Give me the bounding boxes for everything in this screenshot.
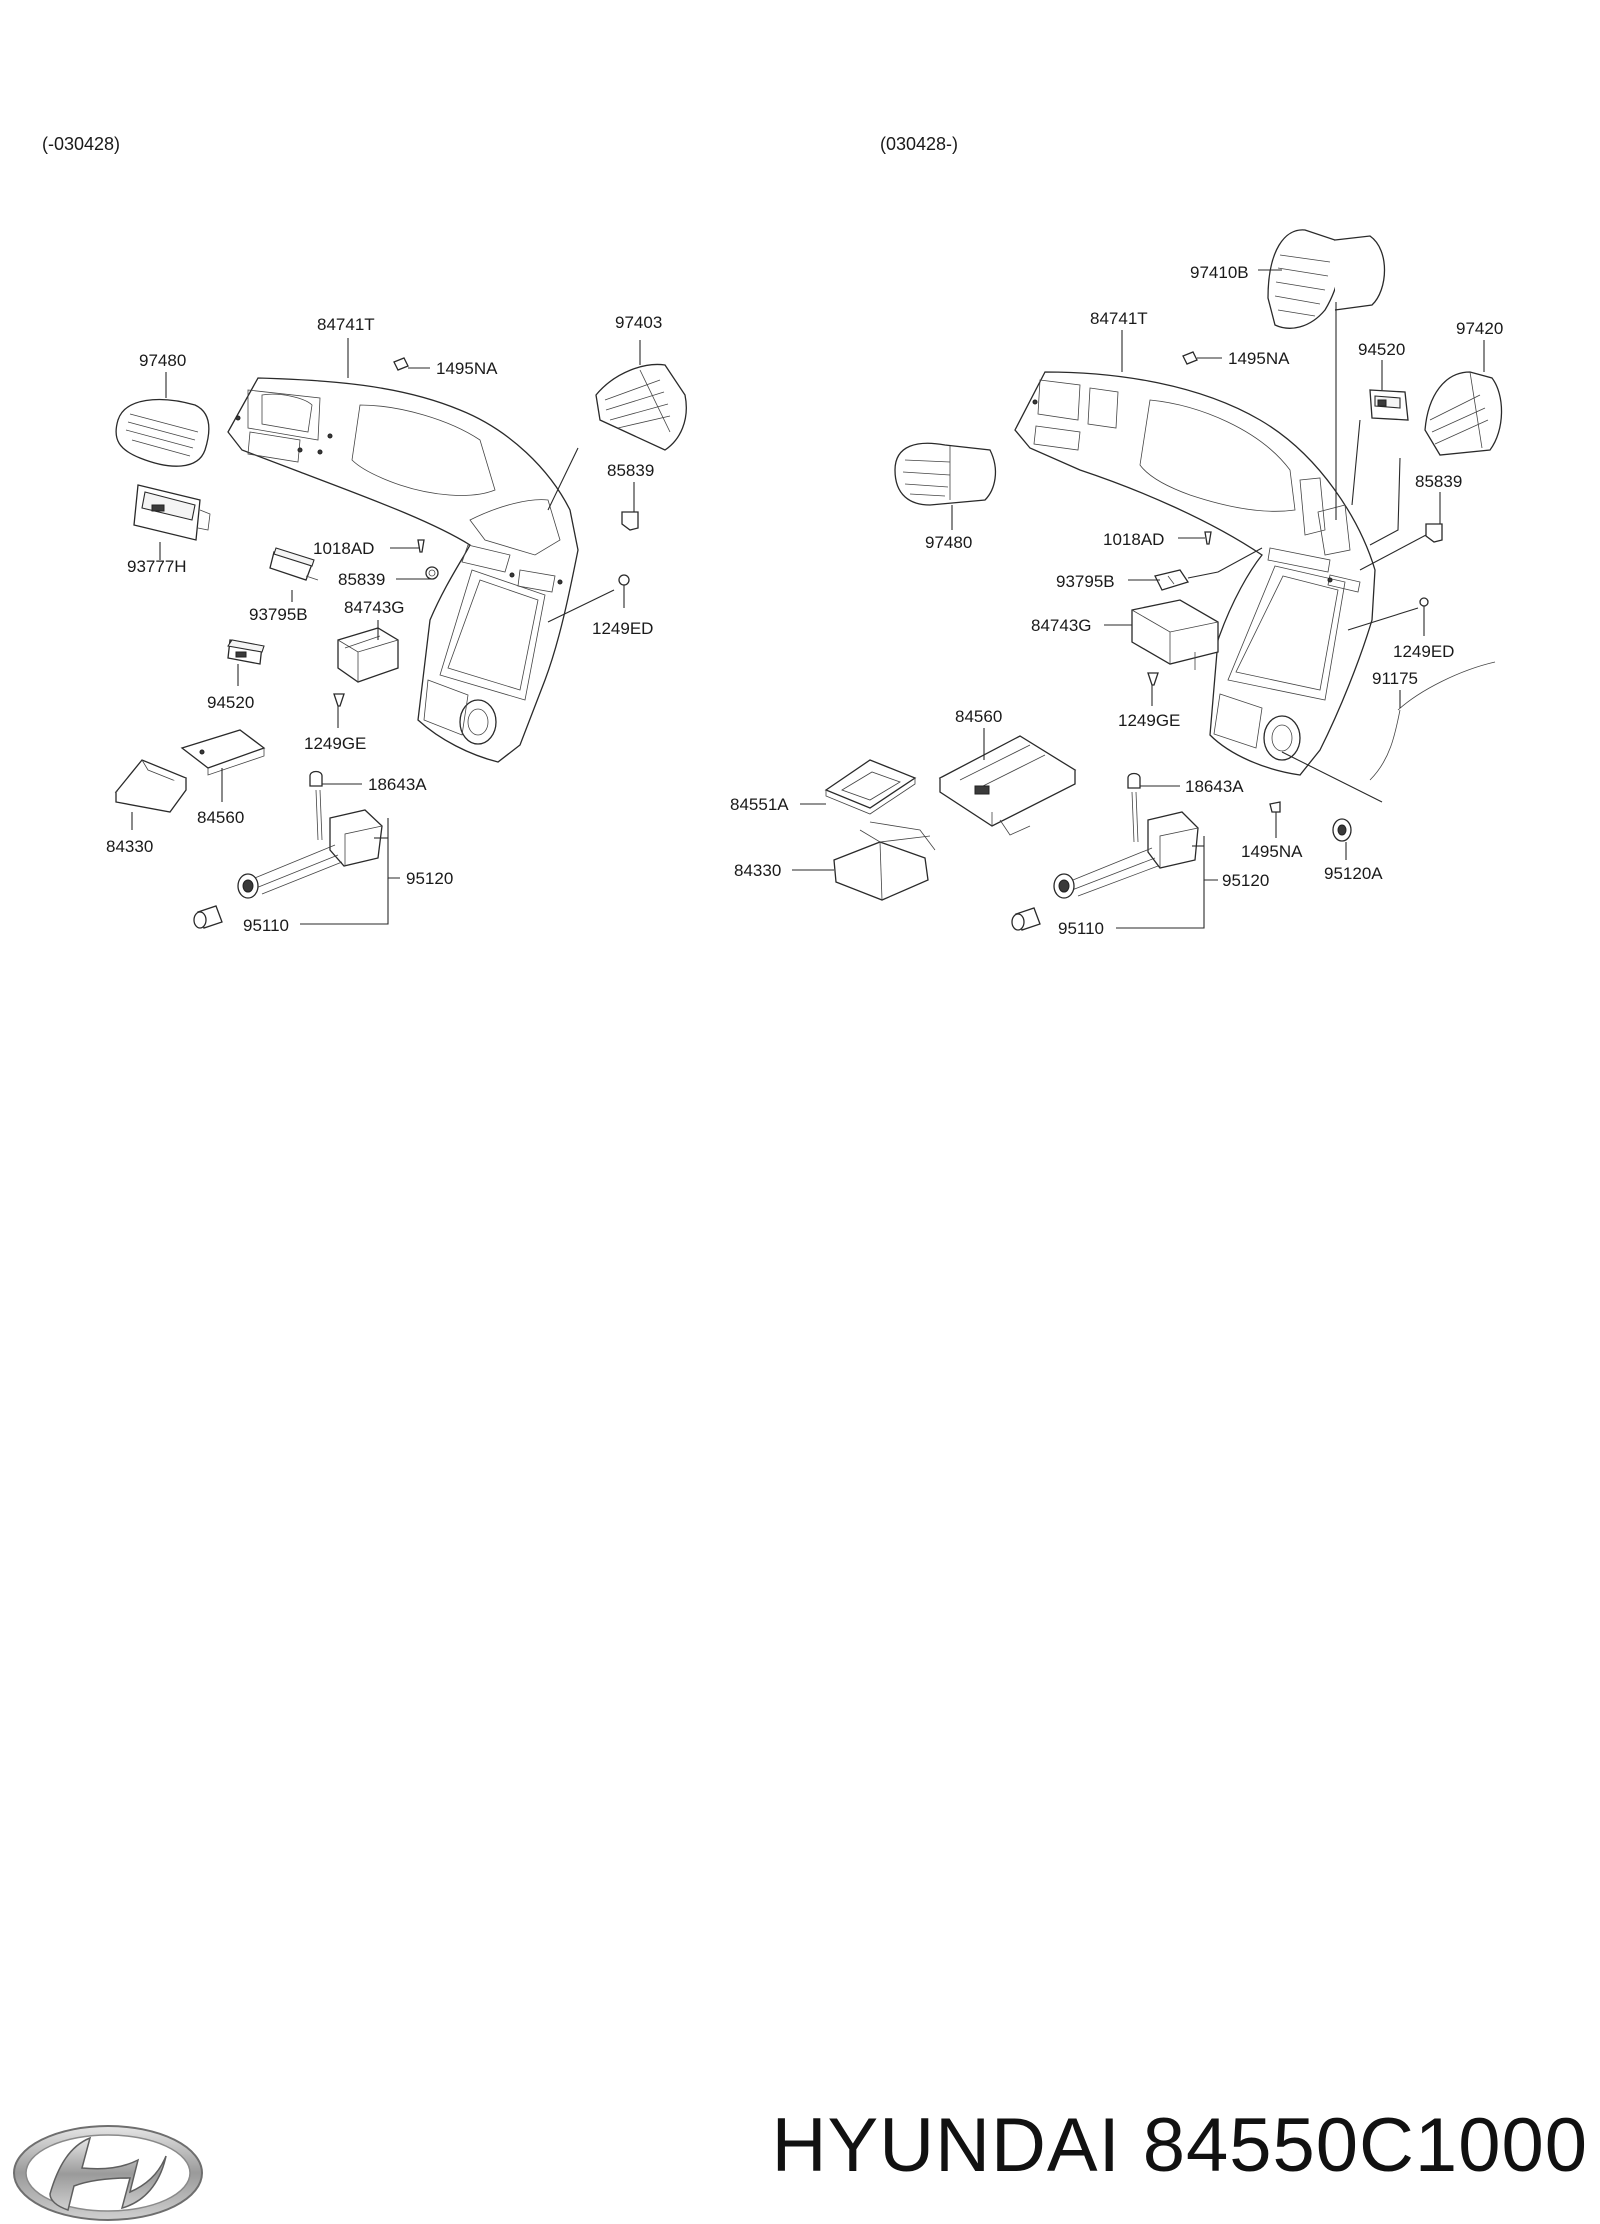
ashtray-84330-right [833, 821, 936, 901]
part-label-95110: 95110 [243, 916, 289, 935]
brand-name: HYUNDAI [771, 2103, 1121, 2188]
lighter-95120-right [1053, 791, 1199, 899]
part-label-95110: 95110 [1058, 919, 1104, 938]
vent-97410B [1267, 229, 1386, 329]
bracket-84743G-right [1131, 599, 1219, 670]
lighter-95120-left [237, 789, 383, 899]
part-label-97480: 97480 [139, 351, 186, 370]
part-label-84560: 84560 [955, 707, 1002, 726]
part-label-1249ED: 1249ED [1393, 642, 1454, 661]
clip-1495NA-right [1182, 351, 1198, 365]
harness-91175-b [1369, 709, 1401, 781]
part-label-1018AD: 1018AD [313, 539, 374, 558]
vent-97480-left [115, 398, 210, 467]
part-label-93795B: 93795B [249, 605, 308, 624]
bulb-18643A-right [1127, 772, 1141, 789]
tray-84551A [824, 759, 917, 815]
harness-91175-a [1397, 661, 1496, 711]
part-label-1018AD: 1018AD [1103, 530, 1164, 549]
part-label-84560: 84560 [197, 808, 244, 827]
bulb-18643A-left [309, 770, 323, 787]
tray-84560-left [180, 729, 266, 776]
part-label-85839: 85839 [338, 570, 385, 589]
part-label-95120: 95120 [406, 869, 453, 888]
part-label-93777H: 93777H [127, 557, 187, 576]
switch-93795B-right [1154, 569, 1190, 591]
tray-84560-right [938, 735, 1077, 836]
part-label-97403: 97403 [615, 313, 662, 332]
screw-1249ED-right [1419, 597, 1429, 607]
screw-1249GE-right [1147, 672, 1159, 686]
variant-left-label: (-030428) [42, 134, 120, 154]
vent-97403 [595, 363, 687, 451]
part-number: 84550C1000 [1142, 2103, 1588, 2188]
part-label-1495NA: 1495NA [1241, 842, 1303, 861]
part-label-84743G: 84743G [1031, 616, 1092, 635]
clip-85839-lower [425, 566, 439, 580]
part-label-1249ED: 1249ED [592, 619, 653, 638]
part-label-85839: 85839 [1415, 472, 1462, 491]
bracket-84743G-left [337, 627, 399, 683]
part-label-1249GE: 1249GE [1118, 711, 1180, 730]
part-label-84330: 84330 [734, 861, 781, 880]
part-label-95120: 95120 [1222, 871, 1269, 890]
switch-94520-left [227, 639, 265, 665]
part-label-18643A: 18643A [368, 775, 427, 794]
variant-right-label: (030428-) [880, 134, 958, 154]
lighter-95120A [1332, 818, 1352, 842]
part-label-94520: 94520 [1358, 340, 1405, 359]
dash-panel-left [227, 377, 579, 763]
part-label-97480: 97480 [925, 533, 972, 552]
vent-97420 [1424, 371, 1503, 456]
switch-94520-right [1369, 389, 1409, 421]
part-label-97410B: 97410B [1190, 263, 1249, 282]
vent-97480-right [894, 442, 997, 506]
left-assembly: 97480 84741T 1495NA 97403 85839 93777H 1… [106, 313, 687, 935]
part-label-84741T: 84741T [1090, 309, 1148, 328]
part-label-95120A: 95120A [1324, 864, 1383, 883]
screw-1249ED [618, 574, 630, 586]
part-label-84330: 84330 [106, 837, 153, 856]
part-label-84743G: 84743G [344, 598, 405, 617]
switch-93777H [133, 484, 211, 541]
part-label-1495NA: 1495NA [1228, 349, 1290, 368]
part-label-1249GE: 1249GE [304, 734, 366, 753]
part-label-97420: 97420 [1456, 319, 1503, 338]
clip-85839-right [1425, 523, 1443, 543]
clip-1495NA-left [393, 357, 409, 371]
part-label-91175: 91175 [1372, 669, 1418, 688]
part-label-1495NA: 1495NA [436, 359, 498, 378]
lighter-knob-95110-right [1011, 907, 1041, 931]
hyundai-logo-icon [13, 2125, 203, 2221]
parts-diagram: (-030428) (030428-) [42, 134, 1503, 938]
part-label-94520: 94520 [207, 693, 254, 712]
lighter-knob-95110-left [193, 905, 223, 929]
ashtray-84330-left [114, 759, 188, 813]
part-label-93795B: 93795B [1056, 572, 1115, 591]
part-label-84741T: 84741T [317, 315, 375, 334]
clip-1495NA-lower [1269, 801, 1281, 813]
switch-93795B-left [269, 547, 319, 581]
screw-1018AD-left [417, 539, 425, 553]
right-assembly: 97410B 84741T 1495NA 94520 97420 85839 9… [730, 229, 1503, 938]
part-label-84551A: 84551A [730, 795, 789, 814]
part-label-18643A: 18643A [1185, 777, 1244, 796]
screw-1249GE-left [333, 693, 345, 707]
screw-1018AD-right [1204, 531, 1212, 545]
part-label-85839: 85839 [607, 461, 654, 480]
dash-panel-right [1014, 371, 1376, 776]
clip-85839-upper [621, 511, 639, 531]
